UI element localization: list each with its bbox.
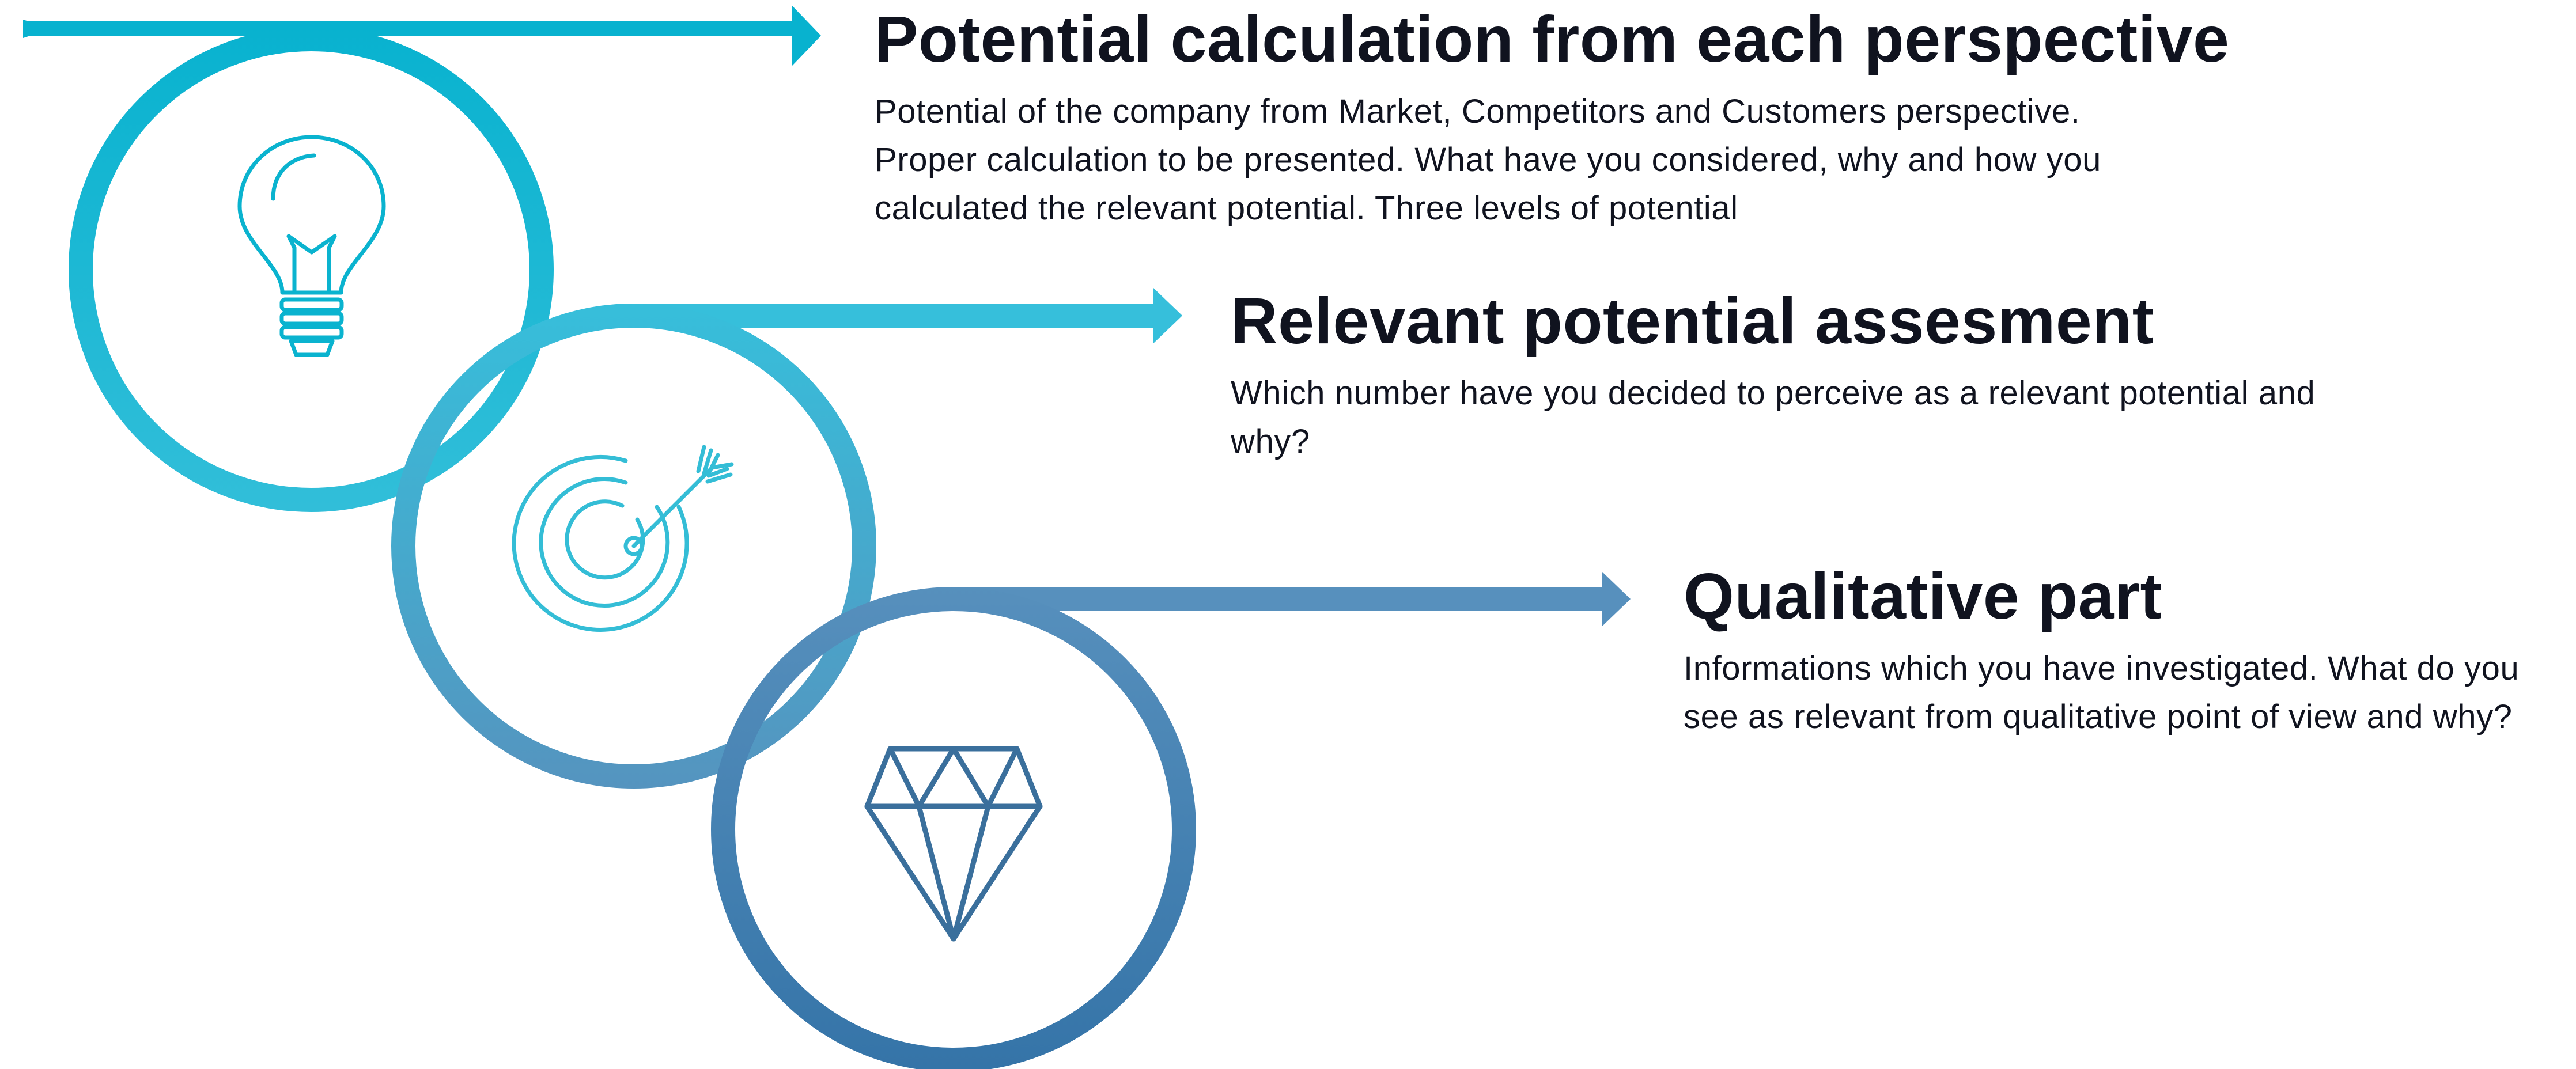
step-3-title: Qualitative part [1684,560,2162,632]
step-1-title: Potential calculation from each perspect… [875,3,2230,75]
step-3-description: Informations which you have investigated… [1684,650,2520,736]
step-1-arrow-tip [792,6,821,66]
step-1-connector [23,6,821,512]
lightbulb-icon [237,135,386,357]
step-2-arrow-tip [1153,288,1182,343]
step-1-circle [69,27,554,512]
step-2-title: Relevant potential assesment [1231,285,2154,357]
step-3-arrow-tip [1602,571,1631,627]
step-3-circle [711,587,1196,1069]
step-3-text: Qualitative part Informations which you … [1684,560,2576,741]
step-2-circle [391,304,876,789]
step-3-connector [711,571,1631,1069]
step-1-text: Potential calculation from each perspect… [875,3,2373,233]
step-2-description: Which number have you decided to perceiv… [1231,374,2316,461]
step-1-description: Potential of the company from Market, Co… [875,93,2102,228]
target-icon [512,445,734,632]
step-1-arrowhead [23,20,52,38]
diamond-icon [864,746,1043,942]
step-2-connector [391,288,1182,789]
step-2-text: Relevant potential assesment Which numbe… [1231,285,2556,466]
